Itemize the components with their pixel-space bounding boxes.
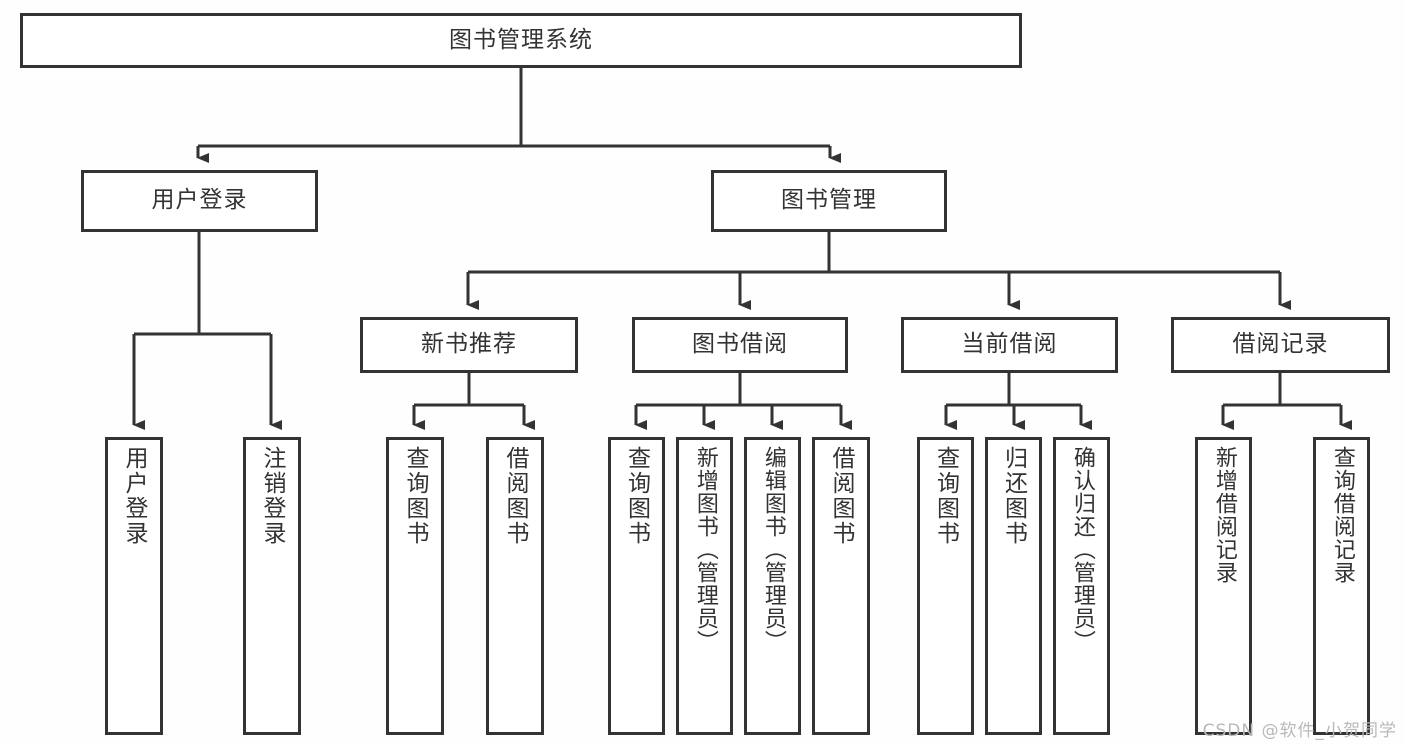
leaf-label: 查询图书 [623, 446, 650, 546]
node-new-book-recommend[interactable]: 新书推荐 [360, 317, 578, 373]
leaf-label: 借阅图书 [502, 446, 529, 546]
node-borrow-record-label: 借阅记录 [1232, 331, 1329, 358]
leaf-label: 查询图书 [932, 446, 959, 546]
node-book-management[interactable]: 图书管理 [711, 170, 947, 232]
leaf-label: 用户登录 [121, 446, 148, 546]
leaf-current-borrow-confirm[interactable]: 确认归还（管理员） [1053, 437, 1110, 735]
leaf-label: 查询图书 [402, 446, 429, 546]
leaf-label: 编辑图书（管理员） [760, 446, 786, 653]
leaf-book-borrow-edit[interactable]: 编辑图书（管理员） [744, 437, 801, 735]
node-root[interactable]: 图书管理系统 [20, 13, 1022, 68]
leaf-label: 查询借阅记录 [1329, 446, 1355, 584]
node-book-borrow-label: 图书借阅 [692, 331, 788, 358]
node-current-borrow[interactable]: 当前借阅 [901, 317, 1118, 373]
node-user-login-label: 用户登录 [151, 187, 248, 214]
leaf-new-book-query[interactable]: 查询图书 [386, 437, 444, 735]
node-root-label: 图书管理系统 [449, 26, 593, 53]
node-current-borrow-label: 当前借阅 [961, 331, 1058, 358]
node-user-login[interactable]: 用户登录 [81, 170, 318, 232]
leaf-current-borrow-query[interactable]: 查询图书 [917, 437, 974, 735]
node-book-borrow[interactable]: 图书借阅 [632, 317, 848, 373]
node-borrow-record[interactable]: 借阅记录 [1171, 317, 1390, 373]
leaf-label: 新增借阅记录 [1211, 446, 1237, 584]
leaf-label: 归还图书 [1000, 446, 1027, 546]
leaf-book-borrow-add[interactable]: 新增图书（管理员） [676, 437, 733, 735]
leaf-book-borrow-borrow[interactable]: 借阅图书 [812, 437, 870, 735]
node-new-book-recommend-label: 新书推荐 [421, 331, 517, 358]
leaf-label: 注销登录 [259, 446, 286, 546]
leaf-label: 新增图书（管理员） [692, 446, 718, 653]
leaf-label: 借阅图书 [828, 446, 855, 546]
leaf-book-borrow-query[interactable]: 查询图书 [608, 437, 665, 735]
leaf-borrow-record-query[interactable]: 查询借阅记录 [1313, 437, 1370, 735]
leaf-label: 确认归还（管理员） [1069, 446, 1095, 653]
leaf-user-login-logout[interactable]: 注销登录 [243, 437, 301, 735]
leaf-user-login-login[interactable]: 用户登录 [105, 437, 163, 735]
leaf-new-book-borrow[interactable]: 借阅图书 [486, 437, 544, 735]
node-book-management-label: 图书管理 [781, 187, 877, 214]
leaf-current-borrow-return[interactable]: 归还图书 [985, 437, 1042, 735]
leaf-borrow-record-add[interactable]: 新增借阅记录 [1195, 437, 1252, 735]
